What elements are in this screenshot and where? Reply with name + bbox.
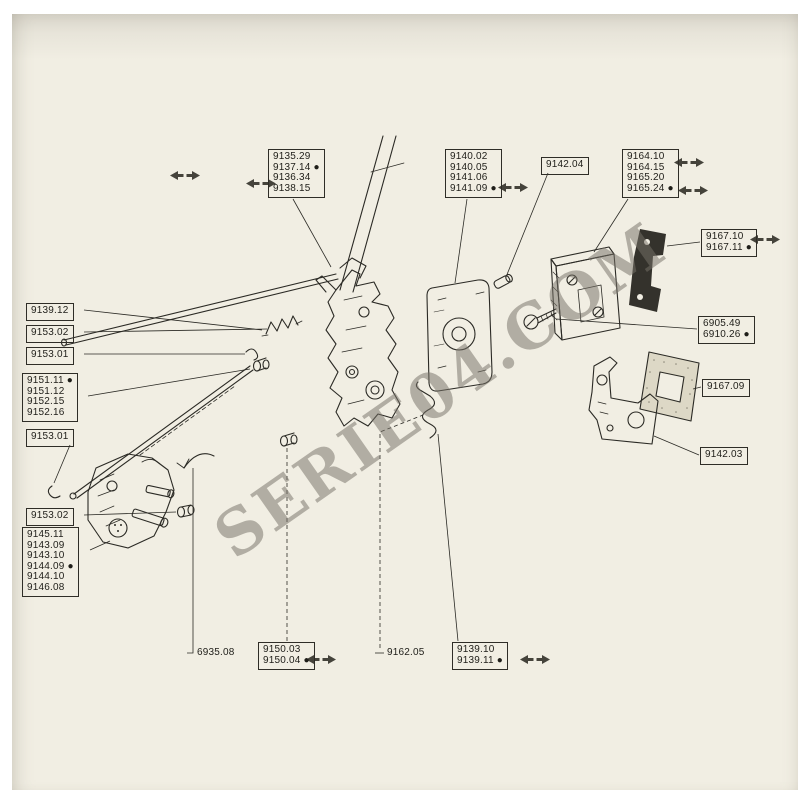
- label-9139-12: 9139.12: [26, 303, 74, 321]
- part-number: 9165.20: [627, 172, 665, 183]
- part-number: 9167.09: [707, 381, 745, 392]
- mounting-bracket: [588, 356, 659, 445]
- label-group-9135: 9135.29 9137.14 ● 9136.34 9138.15: [268, 149, 325, 198]
- part-number: 9137.14 ●: [273, 161, 320, 173]
- label-9142-03: 9142.03: [700, 447, 748, 465]
- retaining-clip-upper: [245, 348, 259, 361]
- part-number: 9144.10: [27, 571, 65, 582]
- part-number: 9164.10: [627, 151, 665, 162]
- part-number: 9140.02: [450, 151, 488, 162]
- part-number: 6910.26 ●: [703, 328, 750, 340]
- part-number: 9140.05: [450, 161, 488, 173]
- hinge-pin: [493, 273, 513, 289]
- central-lock-mechanism: [315, 257, 401, 427]
- label-group-9151: 9151.11 ● 9151.12 9152.15 9152.16: [22, 373, 79, 422]
- upper-link-rod: [60, 273, 339, 347]
- part-number: 9139.10: [457, 644, 495, 655]
- part-number: 9135.29: [273, 151, 311, 162]
- label-group-6905: 6905.49 6910.26 ●: [698, 316, 755, 344]
- label-group-9167-10: 9167.10 9167.11 ●: [701, 229, 758, 257]
- label-group-9145: 9145.11 9143.09 9143.10 9144.09 ● 9144.1…: [22, 527, 79, 597]
- label-9153-01-b: 9153.01: [26, 429, 74, 447]
- label-9153-01-a: 9153.01: [26, 347, 74, 365]
- part-number: 9139.12: [31, 305, 69, 316]
- control-rod: [69, 357, 270, 500]
- part-number: 9151.11 ●: [27, 375, 74, 386]
- part-number: 9141.09 ●: [450, 182, 497, 194]
- label-9162-05: 9162.05: [387, 647, 425, 659]
- part-number: 9144.09 ●: [27, 560, 74, 572]
- part-number: 6905.49: [703, 318, 741, 329]
- return-spring-arrow: [176, 453, 215, 469]
- label-9153-02-b: 9153.02: [26, 508, 74, 526]
- part-number: 9141.06: [450, 172, 488, 183]
- left-lock-assembly: [87, 453, 175, 549]
- part-number: 9139.11 ●: [457, 654, 504, 666]
- striker-plate: [550, 246, 621, 341]
- screw: [523, 308, 557, 330]
- label-group-9150: 9150.03 9150.04 ●: [258, 642, 315, 670]
- part-number: 9152.15: [27, 396, 65, 407]
- part-number: 9167.10: [706, 231, 744, 242]
- part-number: 9152.16: [27, 406, 65, 418]
- wedge-plate: [629, 229, 666, 312]
- part-number: 9167.11 ●: [706, 241, 753, 253]
- door-frame-lines: [339, 135, 405, 293]
- part-number: 9153.02: [31, 327, 69, 338]
- part-number: 6935.08: [197, 647, 235, 658]
- label-9167-09: 9167.09: [702, 379, 750, 397]
- part-number: 9153.01: [31, 431, 69, 442]
- spring: [261, 315, 303, 337]
- part-number: 9164.15: [627, 161, 665, 173]
- label-group-9140: 9140.02 9140.05 9141.06 9141.09 ●: [445, 149, 502, 198]
- lock-plate: [426, 279, 493, 392]
- part-number: 9151.12: [27, 385, 65, 397]
- part-number: 9143.09: [27, 539, 65, 551]
- part-number: 9150.04 ●: [263, 654, 310, 666]
- lock-rod: [415, 381, 437, 439]
- part-number: 9142.04: [546, 159, 584, 170]
- part-number: 9153.02: [31, 510, 69, 521]
- bushing-pair: [176, 504, 195, 518]
- label-6935-08: 6935.08: [197, 647, 235, 659]
- part-number: 9145.11: [27, 529, 64, 540]
- gasket: [639, 351, 700, 422]
- part-number: 9136.34: [273, 172, 311, 183]
- part-number: 9150.03: [263, 644, 301, 655]
- label-9153-02-a: 9153.02: [26, 325, 74, 343]
- label-group-9139-10: 9139.10 9139.11 ●: [452, 642, 509, 670]
- part-number: 9162.05: [387, 647, 425, 658]
- leader-lines: [53, 172, 702, 654]
- part-number: 9153.01: [31, 349, 69, 360]
- retaining-clip-lower: [47, 485, 61, 499]
- label-9142-04: 9142.04: [541, 157, 589, 175]
- part-number: 9165.24 ●: [627, 182, 674, 194]
- label-group-9164: 9164.10 9164.15 9165.20 9165.24 ●: [622, 149, 679, 198]
- part-number: 9146.08: [27, 581, 65, 593]
- part-number: 9143.10: [27, 550, 65, 561]
- part-number: 9138.15: [273, 182, 311, 194]
- small-bushing: [279, 432, 298, 447]
- part-number: 9142.03: [705, 449, 743, 460]
